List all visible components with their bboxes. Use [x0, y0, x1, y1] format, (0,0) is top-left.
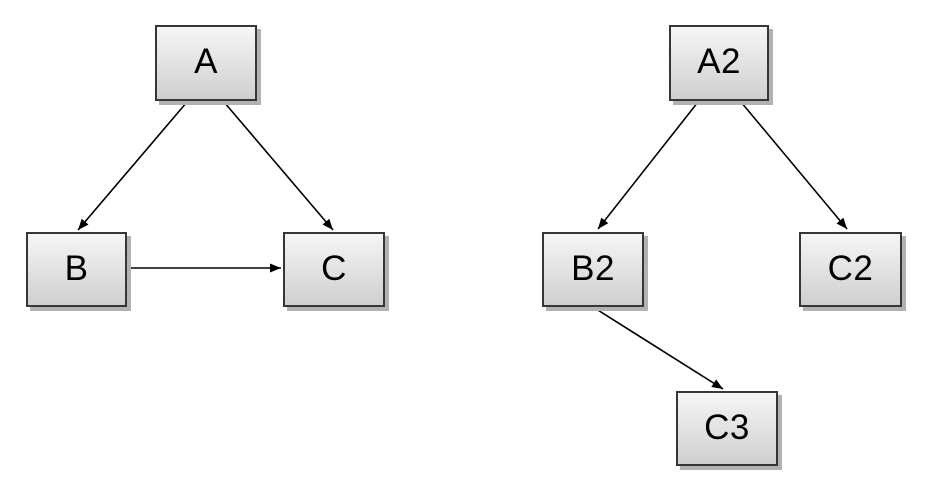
node-A[interactable]: A — [155, 25, 257, 101]
node-C3[interactable]: C3 — [676, 391, 778, 466]
node-label: A2 — [697, 42, 741, 81]
node-C2[interactable]: C2 — [799, 232, 902, 307]
node-label: C3 — [704, 407, 750, 447]
node-label: B — [64, 248, 89, 288]
edge-A-C — [223, 101, 334, 231]
node-label: B2 — [571, 248, 615, 288]
node-label: C2 — [827, 248, 874, 288]
edge-A-B — [77, 101, 188, 231]
edge-A2-B2 — [597, 101, 699, 230]
node-A2[interactable]: A2 — [669, 25, 769, 101]
node-B[interactable]: B — [26, 232, 127, 307]
edge-A2-C2 — [740, 101, 848, 230]
node-B2[interactable]: B2 — [542, 232, 644, 307]
edge-B2-C3 — [592, 306, 724, 390]
node-label: A — [194, 42, 218, 81]
node-label: C — [321, 248, 347, 288]
node-C[interactable]: C — [283, 232, 385, 307]
